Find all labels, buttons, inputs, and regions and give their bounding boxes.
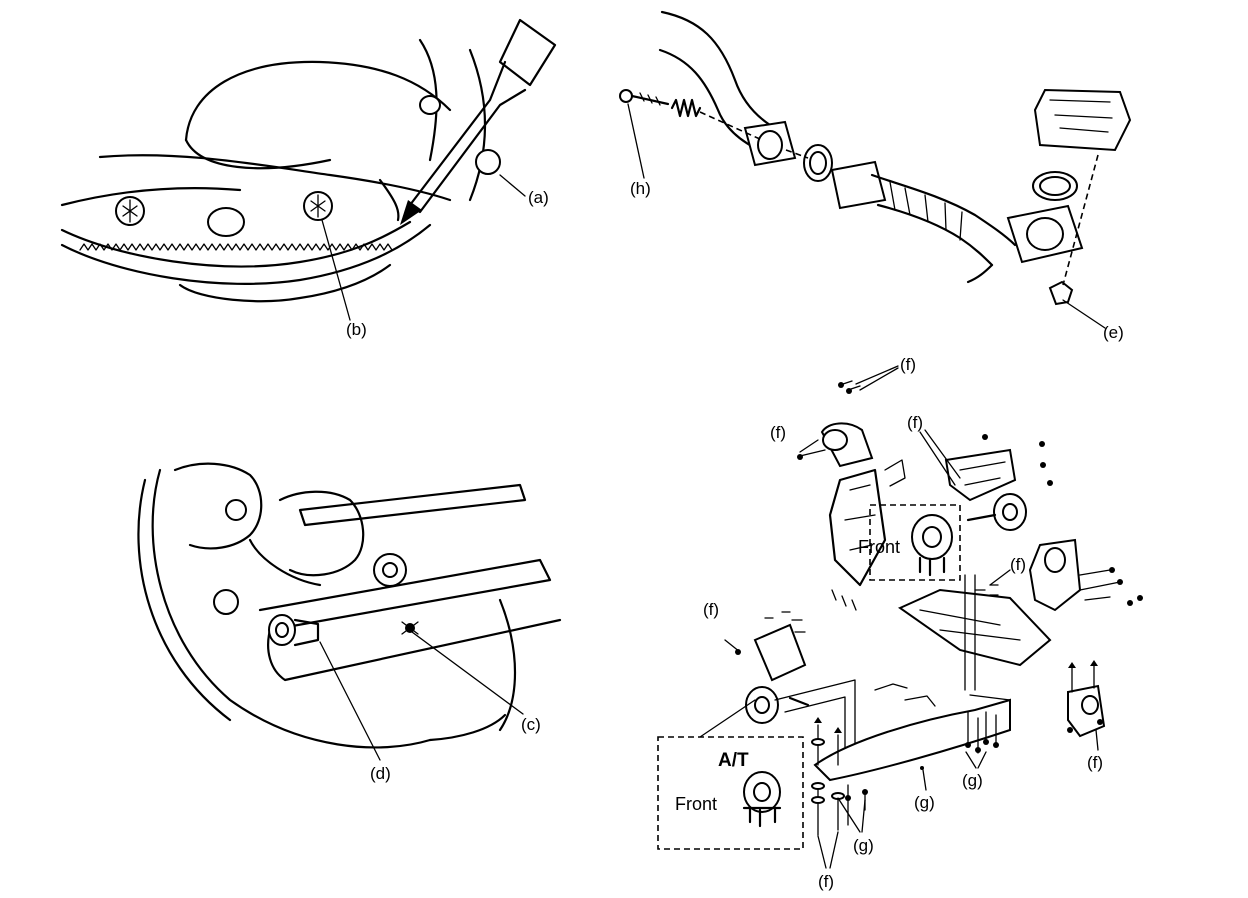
left-bracket — [828, 468, 887, 587]
upper-pipe — [660, 10, 772, 127]
at-inset-front-label: Front — [675, 794, 717, 814]
callout-f-left: (f) — [703, 600, 719, 619]
front-inset-label: Front — [858, 537, 900, 557]
callout-d: (d) — [370, 764, 391, 783]
callout-g-bottom: (g) — [853, 836, 874, 855]
callout-b: (b) — [346, 320, 367, 339]
spring-bolt — [619, 89, 763, 141]
flywheel-hole — [207, 207, 245, 237]
callout-g-right: (g) — [962, 771, 983, 790]
callout-f-left-upper: (f) — [770, 423, 786, 442]
crossmember-upper — [298, 483, 527, 527]
housing-opening — [184, 60, 452, 142]
upper-mount-bracket — [797, 422, 874, 468]
nut-e — [1048, 280, 1074, 306]
bushing-d — [268, 614, 320, 647]
left-mount-insulator — [745, 679, 856, 766]
flywheel-bolt — [115, 196, 145, 226]
exhaust-panel — [619, 10, 1132, 329]
right-upper-bracket — [919, 429, 1053, 502]
ring-gear-teeth — [79, 243, 393, 251]
far-right-mount — [1067, 660, 1106, 751]
callout-f-bottom: (f) — [818, 872, 834, 891]
callout-a: (a) — [528, 188, 549, 207]
housing-outline — [98, 154, 452, 202]
callout-f-right: (f) — [1010, 555, 1026, 574]
mounts-panel — [657, 365, 1143, 869]
callout-f-top: (f) — [900, 355, 916, 374]
flywheel-rim — [60, 220, 412, 268]
callout-h: (h) — [630, 179, 651, 198]
callout-e: (e) — [1103, 323, 1124, 342]
mount-insulator-icon — [911, 514, 953, 577]
at-mount-icon — [742, 771, 782, 828]
at-inset-box — [657, 736, 804, 850]
front-inset-box — [869, 504, 961, 581]
crossmember-panel — [137, 462, 562, 761]
bushing-upper — [373, 553, 407, 587]
lower-bolts — [811, 717, 868, 836]
front-pipe-flange — [830, 160, 887, 210]
at-inset-title: A/T — [718, 750, 749, 771]
callout-g-center: (g) — [914, 793, 935, 812]
far-right-bracket — [1028, 538, 1082, 612]
front-pipe — [870, 173, 1017, 247]
callout-c: (c) — [521, 715, 541, 734]
right-mount — [966, 493, 1027, 531]
bolt-c — [401, 621, 419, 635]
flywheel-bolt-b — [303, 191, 333, 221]
flywheel-panel — [60, 18, 557, 321]
left-mount-bracket — [735, 611, 810, 707]
screwdriver-icon — [378, 18, 557, 225]
wheel-arch — [151, 468, 432, 749]
dowel-pin — [475, 149, 501, 175]
top-bolts — [838, 365, 899, 394]
callout-f-center: (f) — [907, 413, 923, 432]
manifold-part — [1033, 88, 1132, 152]
callout-f-far-right: (f) — [1087, 753, 1103, 772]
crossmember-lower — [258, 558, 552, 632]
lower-crossmember — [813, 698, 1011, 782]
cv-boot — [173, 462, 263, 550]
